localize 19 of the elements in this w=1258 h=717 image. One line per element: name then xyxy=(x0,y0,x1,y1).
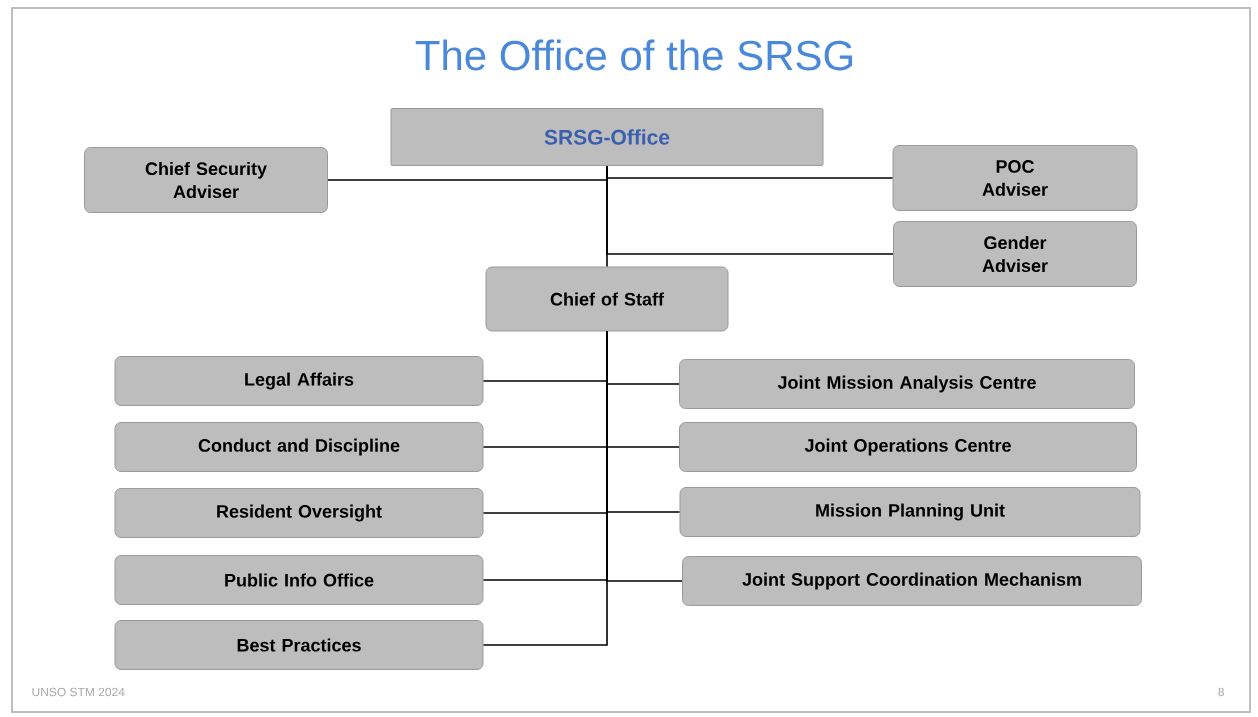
connector-line xyxy=(482,330,608,646)
org-box: Joint Operations Centre xyxy=(679,422,1137,472)
org-box: Joint Support Coordination Mechanism xyxy=(682,556,1142,606)
org-box: Conduct and Discipline xyxy=(114,422,484,472)
org-box: Joint Mission Analysis Centre xyxy=(679,359,1135,409)
org-box: Public Info Office xyxy=(114,555,484,605)
org-box: Mission Planning Unit xyxy=(679,487,1141,537)
org-box: SRSG-Office xyxy=(390,108,824,166)
org-box: Gender Adviser xyxy=(893,221,1137,287)
org-box: Legal Affairs xyxy=(114,356,484,406)
org-box: POC Adviser xyxy=(892,145,1138,211)
org-box: Resident Oversight xyxy=(114,488,484,538)
connector-line xyxy=(606,165,608,268)
org-box: Chief Security Adviser xyxy=(84,147,328,213)
title: The Office of the SRSG xyxy=(415,39,853,71)
footer-text: 8 xyxy=(1218,687,1224,697)
org-box: Chief of Staff xyxy=(485,266,729,332)
org-box: Best Practices xyxy=(114,620,484,670)
footer-text: UNSO STM 2024 xyxy=(32,687,125,697)
